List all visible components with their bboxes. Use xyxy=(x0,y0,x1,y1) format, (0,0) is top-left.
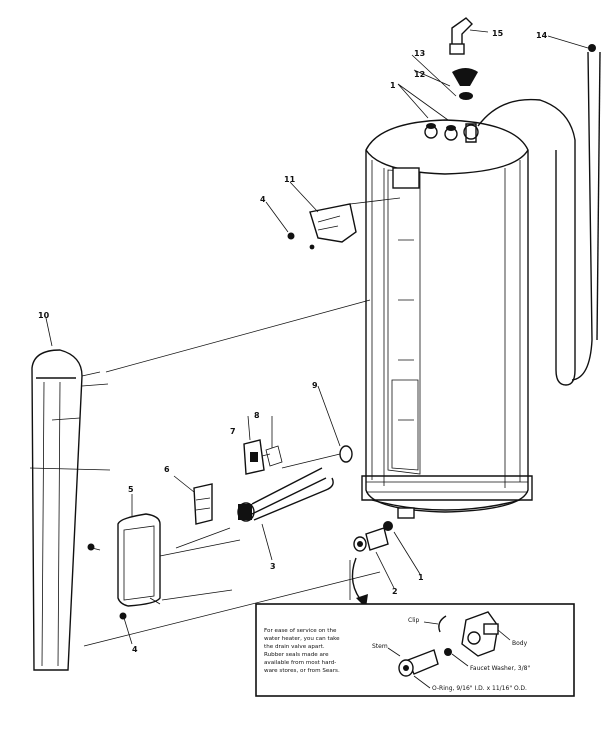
label-stem: Stem xyxy=(372,643,388,650)
heating-element xyxy=(237,467,334,522)
element-gasket xyxy=(281,445,353,469)
label-body: Body xyxy=(512,640,528,647)
thermostat xyxy=(243,439,283,475)
clip-shape xyxy=(438,615,447,633)
label-o-ring: O-Ring, 9/16" I.D. x 11/16" O.D. xyxy=(432,685,527,692)
label-clip: Clip xyxy=(408,617,420,624)
callout-12: 12 xyxy=(414,70,425,79)
water-heater-tank xyxy=(361,119,533,519)
note-line-6: ware stores, or from Sears. xyxy=(264,668,340,674)
drain-valve xyxy=(353,521,393,552)
drain-valve-detail-inset: For ease of service on the water heater,… xyxy=(255,603,575,697)
relief-drain-pipe xyxy=(477,44,601,386)
callout-8: 8 xyxy=(254,411,260,420)
callout-4-top: 4 xyxy=(260,195,266,204)
service-note: For ease of service on the water heater,… xyxy=(264,628,340,674)
relief-valve xyxy=(449,17,478,100)
callout-9: 9 xyxy=(312,381,318,390)
callout-3: 3 xyxy=(270,562,276,571)
access-cover-plate xyxy=(117,513,161,607)
insulation-pad xyxy=(193,483,213,525)
label-faucet-washer: Faucet Washer, 3/8" xyxy=(470,665,530,672)
note-line-4: Rubber seals made are xyxy=(264,652,329,658)
callout-11: 11 xyxy=(284,175,296,184)
jacket-access-cover xyxy=(309,197,401,243)
note-line-2: water heater, you can take xyxy=(264,636,340,642)
detail-pointer-arrow xyxy=(351,557,368,608)
callout-7: 7 xyxy=(230,427,236,436)
callout-13: 13 xyxy=(414,49,425,58)
callout-2: 2 xyxy=(392,587,398,596)
valve-body-shape xyxy=(461,611,499,657)
callout-6: 6 xyxy=(164,465,170,474)
callout-14: 14 xyxy=(536,31,548,40)
screw xyxy=(87,232,315,620)
note-line-3: the drain valve apart. xyxy=(264,644,325,650)
callout-15: 15 xyxy=(492,29,504,38)
callout-5: 5 xyxy=(128,485,134,494)
callout-10: 10 xyxy=(38,311,50,320)
leader-lines xyxy=(29,29,589,647)
vertical-insulation-panel xyxy=(31,349,109,671)
callout-1-bottom: 1 xyxy=(418,573,424,582)
callout-1-top: 1 xyxy=(390,81,396,90)
note-line-5: available from most hard- xyxy=(264,660,336,666)
note-line-1: For ease of service on the xyxy=(264,628,337,634)
callout-4-bottom: 4 xyxy=(132,645,138,654)
callout-labels: 15 14 13 12 1 11 4 10 9 8 7 6 5 3 1 2 4 xyxy=(38,29,548,654)
